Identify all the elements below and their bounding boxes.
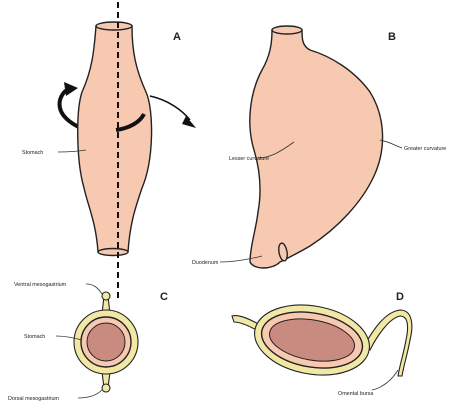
panel-a-letter: A — [173, 31, 181, 43]
greater-curvature-label: Greater curvature — [404, 146, 446, 152]
stomach-top-opening-b — [271, 25, 303, 35]
stomach-lumen-c — [86, 322, 126, 362]
ventral-mesogastrium-knob — [101, 291, 111, 301]
ventral-mesogastrium-leader — [85, 283, 103, 295]
stomach-a-leader — [57, 149, 87, 153]
stomach-c-label: Stomach — [24, 334, 45, 340]
stomach-lumen-d — [269, 318, 355, 362]
stomach-tube-a — [77, 25, 153, 253]
panel-b: B Greater curvature Lesser curvature Duo… — [192, 25, 446, 269]
panel-a: A Stomach — [22, 2, 196, 300]
panel-b-letter: B — [388, 31, 396, 43]
rotation-arrow-front — [115, 112, 146, 132]
lesser-curvature-leader — [257, 141, 295, 159]
panel-d-letter: D — [396, 291, 404, 303]
rotation-arrowhead-right — [182, 116, 196, 128]
lesser-curvature-label: Lesser curvature — [229, 156, 269, 162]
dorsal-mesogastrium-leader — [77, 389, 103, 399]
duodenum-leader — [219, 255, 263, 263]
duodenum-opening-b — [278, 242, 288, 262]
rotation-arrowhead-back — [64, 82, 78, 96]
dorsal-mesogastrium-knob — [101, 383, 111, 393]
stomach-curved-b — [249, 29, 384, 269]
greater-curvature-leader — [379, 139, 403, 149]
rotation-arrow-right — [149, 95, 191, 121]
duodenum-label: Duodenum — [192, 260, 219, 266]
panel-c-letter: C — [160, 291, 168, 303]
stomach-a-label: Stomach — [22, 150, 43, 156]
stomach-c-leader — [55, 335, 83, 341]
mesentery-curl-right — [363, 309, 413, 377]
omental-bursa-label: Omental bursa — [338, 391, 373, 397]
ventral-mesogastrium-label: Ventral mesogastrium — [14, 282, 67, 288]
stomach-bottom-opening-a — [97, 247, 129, 257]
stomach-top-opening-a — [95, 21, 133, 31]
omental-bursa-leader — [371, 369, 399, 391]
dorsal-mesogastrium-label: Dorsal mesogastrium — [8, 396, 59, 402]
panel-d: D Omental bursa — [231, 291, 413, 397]
panel-c: C Ventral mesogastrium Stomach Dorsal me… — [8, 282, 168, 402]
